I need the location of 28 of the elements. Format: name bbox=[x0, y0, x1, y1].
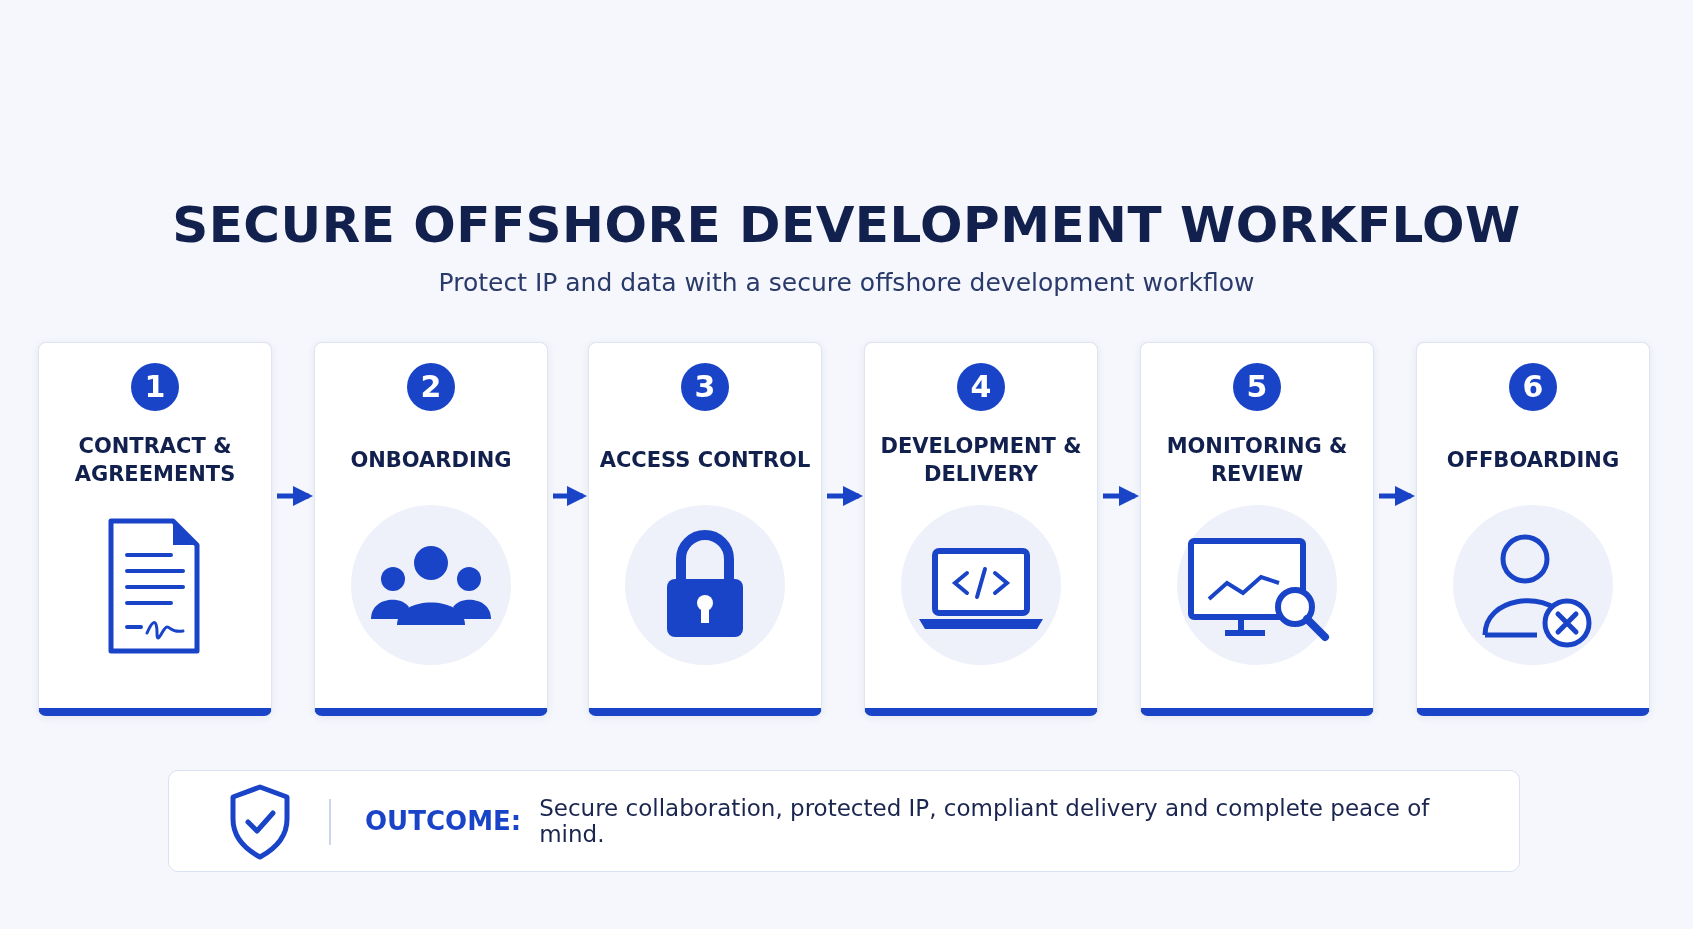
step-title: ONBOARDING bbox=[350, 447, 512, 474]
arrow bbox=[1379, 486, 1415, 506]
step-card bbox=[1416, 342, 1650, 716]
step-card bbox=[314, 342, 548, 716]
step-title: ACCESS CONTROL bbox=[599, 447, 811, 474]
outcome-text: Secure collaboration, protected IP, compliant delivery and complete peace of mind. bbox=[539, 795, 1431, 847]
step-number: 6 bbox=[1509, 363, 1557, 411]
step-number: 1 bbox=[131, 363, 179, 411]
step-card bbox=[38, 342, 272, 716]
step-number: 4 bbox=[957, 363, 1005, 411]
title: SECURE OFFSHORE DEVELOPMENT WORKFLOW bbox=[172, 196, 1521, 254]
step-card bbox=[588, 342, 822, 716]
step-number: 3 bbox=[681, 363, 729, 411]
step-title: OFFBOARDING bbox=[1446, 447, 1620, 474]
outcome-panel bbox=[168, 770, 1520, 872]
arrow bbox=[553, 486, 587, 506]
outcome-label: OUTCOME: bbox=[365, 806, 522, 836]
step-number: 2 bbox=[407, 363, 455, 411]
step-title: DEVELOPMENT & DELIVERY bbox=[879, 433, 1083, 488]
arrow bbox=[277, 486, 313, 506]
step-title: CONTRACT & AGREEMENTS bbox=[73, 433, 237, 488]
arrow bbox=[1103, 486, 1139, 506]
step-number: 5 bbox=[1233, 363, 1281, 411]
step-title: MONITORING & REVIEW bbox=[1165, 433, 1349, 488]
arrow bbox=[827, 486, 863, 506]
step-card bbox=[1140, 342, 1374, 716]
step-card bbox=[864, 342, 1098, 716]
subtitle: Protect IP and data with a secure offshore development workflow bbox=[438, 268, 1255, 297]
